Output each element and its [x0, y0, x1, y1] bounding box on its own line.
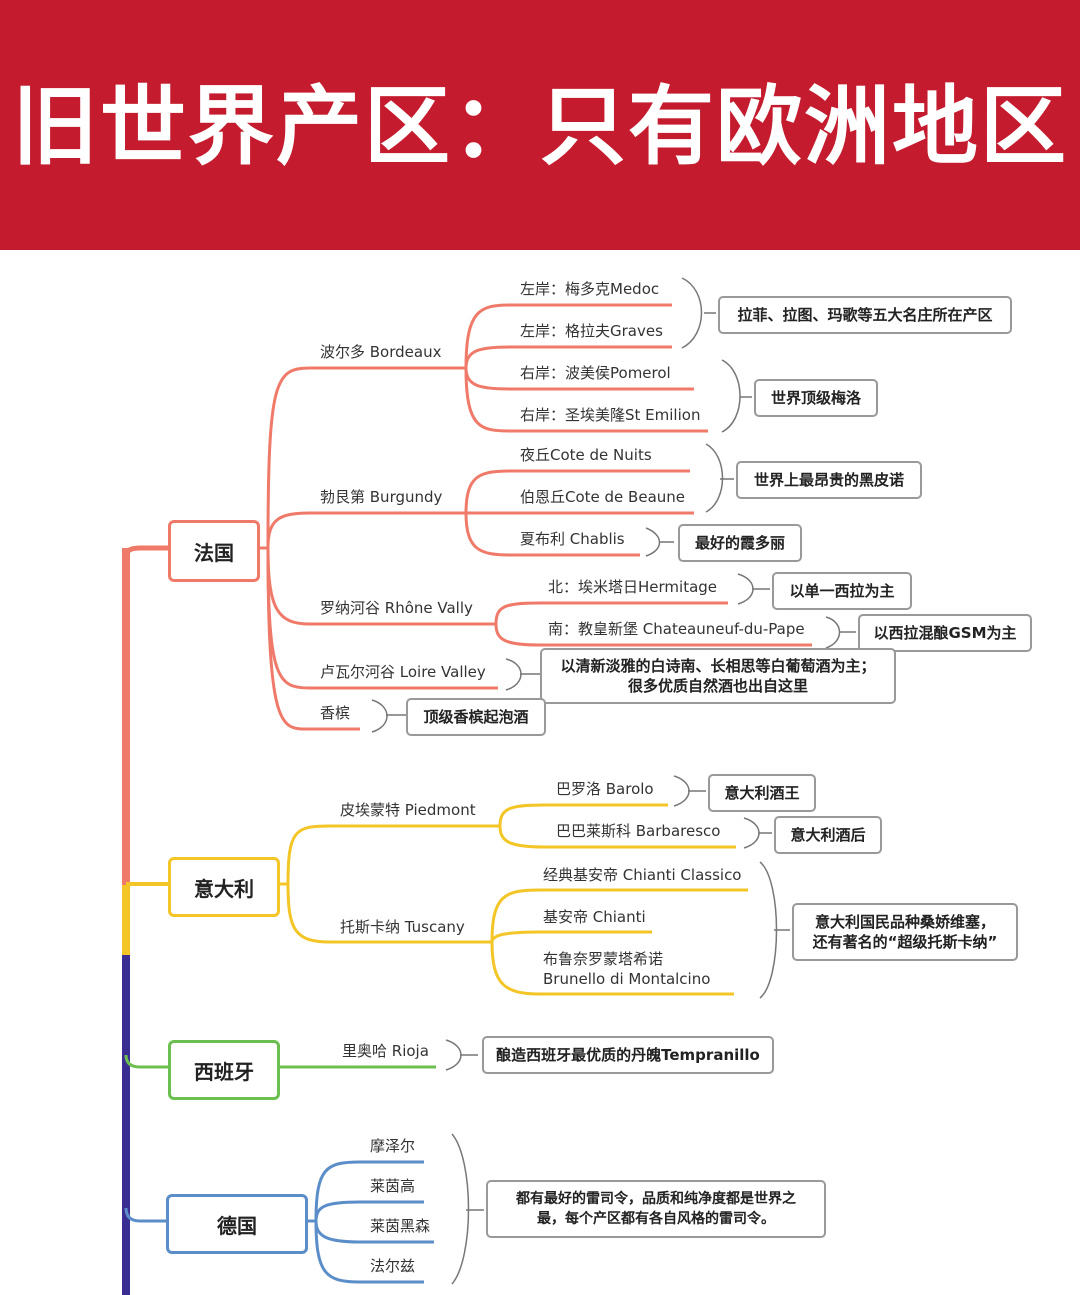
country-france: 法国 [168, 520, 260, 582]
country-spain: 西班牙 [168, 1040, 280, 1100]
note-barbaresco: 意大利酒后 [774, 816, 882, 854]
subregion-chianti-classico: 经典基安帝 Chianti Classico [543, 866, 742, 884]
note-hermitage: 以单一西拉为主 [772, 572, 912, 610]
subregion-cdp: 南：教皇新堡 Chateauneuf-du-Pape [548, 620, 805, 638]
page-title: 旧世界产区：只有欧洲地区 [12, 77, 1068, 177]
subregion-medoc: 左岸：梅多克Medoc [520, 280, 660, 298]
note-tuscany: 意大利国民品种桑娇维塞， 还有著名的“超级托斯卡纳” [792, 903, 1018, 961]
subregion-pfalz: 法尔兹 [370, 1257, 416, 1275]
title-banner [0, 0, 1080, 250]
note-champagne: 顶级香槟起泡酒 [406, 698, 546, 736]
note-germany: 都有最好的雷司令，品质和纯净度都是世界之 最，每个产区都有各自风格的雷司令。 [486, 1180, 826, 1238]
region-piedmont: 皮埃蒙特 Piedmont [340, 801, 476, 819]
note-loire: 以清新淡雅的白诗南、长相思等白葡萄酒为主； 很多优质自然酒也出自这里 [540, 648, 896, 704]
note-chablis: 最好的霞多丽 [678, 524, 802, 562]
subregion-nuits: 夜丘Cote de Nuits [520, 446, 652, 464]
region-rhone: 罗纳河谷 Rhône Vally [320, 599, 473, 617]
subregion-beaune: 伯恩丘Cote de Beaune [520, 488, 686, 506]
note-left-bank: 拉菲、拉图、玛歌等五大名庄所在产区 [718, 296, 1012, 334]
subregion-chablis: 夏布利 Chablis [520, 530, 625, 548]
subregion-rheingau: 莱茵高 [370, 1177, 416, 1195]
region-tuscany: 托斯卡纳 Tuscany [340, 918, 465, 936]
subregion-hermitage: 北：埃米塔日Hermitage [548, 578, 718, 596]
region-champagne: 香槟 [320, 704, 351, 722]
conn-champagne [266, 547, 360, 731]
region-rioja: 里奥哈 Rioja [342, 1042, 429, 1060]
subregion-brunello-line1: 布鲁奈罗蒙塔希诺 [543, 950, 664, 968]
note-burgundy: 世界上最昂贵的黑皮诺 [736, 461, 922, 499]
subregion-pomerol: 右岸：波美侯Pomerol [520, 364, 671, 382]
trunk-to-spain [124, 1054, 168, 1069]
note-cdp: 以西拉混酿GSM为主 [858, 614, 1032, 652]
country-italy: 意大利 [168, 857, 280, 917]
region-burgundy: 勃艮第 Burgundy [320, 488, 443, 506]
conn-bordeaux [266, 366, 466, 549]
subregion-graves: 左岸：格拉夫Graves [520, 322, 663, 340]
conn-burgundy [266, 511, 466, 549]
subregion-barolo: 巴罗洛 Barolo [556, 780, 654, 798]
conn-tuscany [286, 883, 492, 944]
conn-piedmont [286, 824, 500, 885]
subregion-barbaresco: 巴巴莱斯科 Barbaresco [556, 822, 721, 840]
note-barolo: 意大利酒王 [708, 774, 816, 812]
subregion-stemilion: 右岸：圣埃美隆St Emilion [520, 406, 701, 424]
region-bordeaux: 波尔多 Bordeaux [320, 343, 442, 361]
subregion-rheinhessen: 莱茵黑森 [370, 1217, 431, 1235]
subregion-mosel: 摩泽尔 [370, 1137, 416, 1155]
subregion-chianti: 基安帝 Chianti [543, 908, 646, 926]
note-rioja: 酿造西班牙最优质的丹魄Tempranillo [482, 1036, 774, 1074]
region-loire: 卢瓦尔河谷 Loire Valley [320, 663, 486, 681]
trunk-to-france [123, 545, 168, 557]
subregion-brunello-line2: Brunello di Montalcino [543, 970, 711, 988]
note-right-bank: 世界顶级梅洛 [754, 379, 878, 417]
country-germany: 德国 [166, 1194, 308, 1254]
trunk-to-germany [124, 1207, 166, 1223]
